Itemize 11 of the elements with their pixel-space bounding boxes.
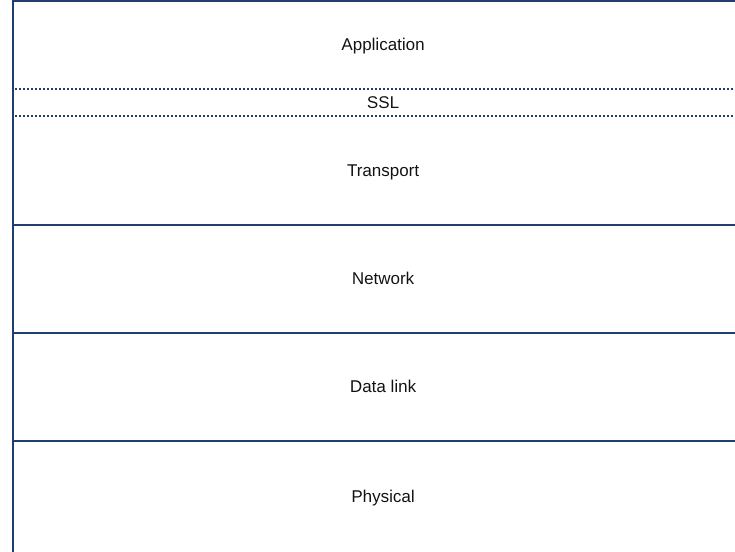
layer-label: Transport — [346, 160, 420, 180]
layer-label: Physical — [351, 487, 415, 507]
layer-band — [12, 88, 735, 117]
layer-label: Application — [341, 35, 425, 55]
layer-label: Data link — [350, 377, 416, 397]
layer-band — [12, 0, 735, 88]
layer-label: Network — [352, 269, 414, 289]
layer-label: SSL — [366, 92, 400, 112]
layer-band — [12, 117, 735, 226]
layer-band — [12, 226, 735, 334]
layer-band — [12, 334, 735, 442]
